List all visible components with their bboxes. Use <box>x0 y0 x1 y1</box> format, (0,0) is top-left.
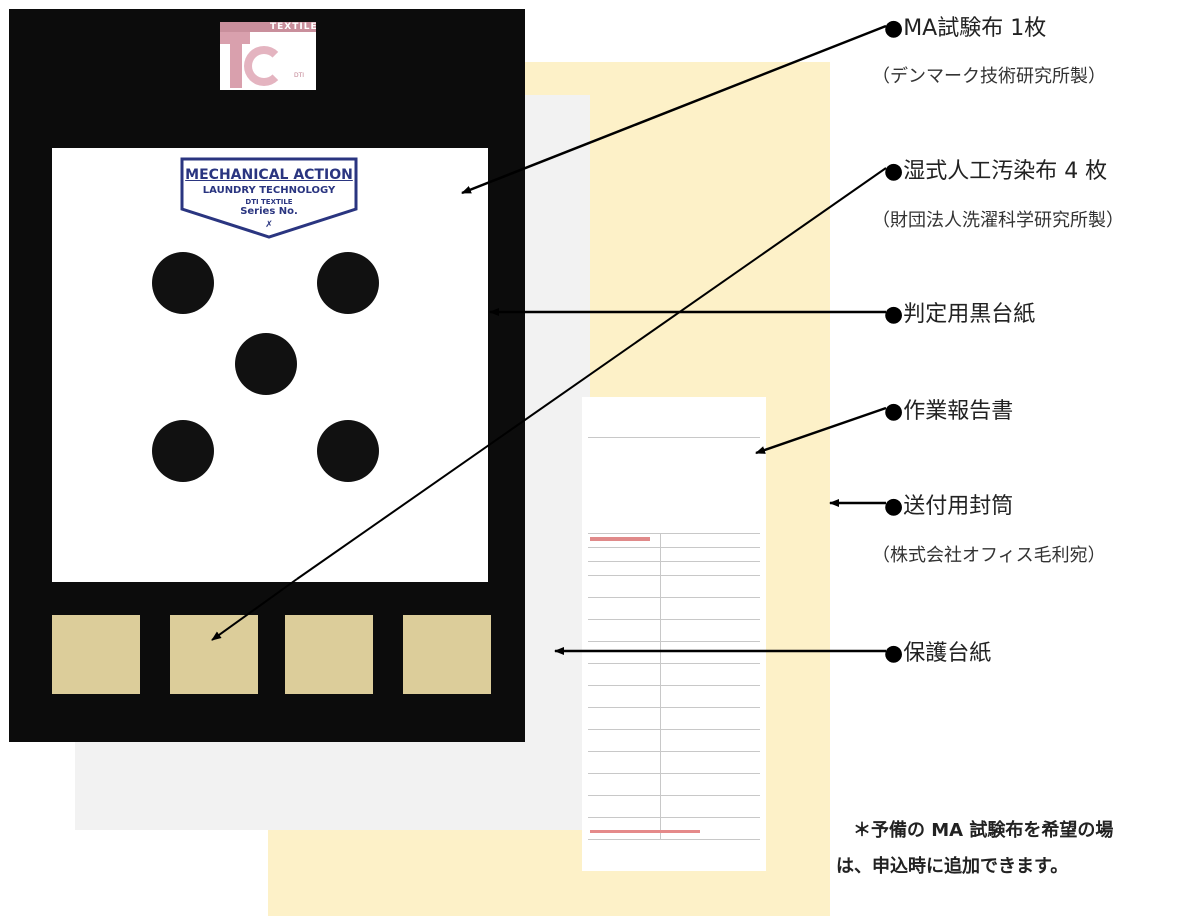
label-soil-cloth: ●湿式人工汚染布 4 枚 <box>884 159 1108 184</box>
badge-line2: LAUNDRY TECHNOLOGY <box>202 185 336 196</box>
note-line1: ＊予備の MA 試験布を希望の場 <box>853 820 1114 841</box>
soil-swatch-4 <box>403 615 491 694</box>
sublabel-ma-cloth: （デンマーク技術研究所製） <box>872 66 1106 87</box>
logo-t-top <box>220 32 250 44</box>
arrow-report <box>755 406 887 455</box>
logo-bar <box>220 22 316 32</box>
logo-sub: DTI <box>294 72 305 79</box>
label-envelope: ●送付用封筒 <box>884 494 1014 519</box>
soil-dot-2 <box>317 252 379 314</box>
soil-dot-5 <box>317 420 379 482</box>
label-report: ●作業報告書 <box>884 399 1014 424</box>
badge-line4: Series No. <box>240 206 298 217</box>
sublabel-envelope: （株式会社オフィス毛利宛） <box>872 545 1106 566</box>
badge-line1: MECHANICAL ACTION <box>185 167 353 183</box>
work-report-sheet <box>582 397 766 871</box>
textile-logo: TEXTILE DTI <box>220 22 318 90</box>
note-line2: は、申込時に追加できます。 <box>836 856 1069 877</box>
arrow-soil-swatch <box>211 578 298 641</box>
soil-swatch-3 <box>285 615 373 694</box>
label-protect: ●保護台紙 <box>884 641 992 666</box>
soil-dot-3 <box>235 333 297 395</box>
logo-c-shape <box>244 46 284 86</box>
mechanical-action-badge <box>180 157 358 239</box>
soil-dot-1 <box>152 252 214 314</box>
soil-dot-4 <box>152 420 214 482</box>
arrow-ma <box>461 24 887 195</box>
badge-line3: DTI TEXTILE <box>245 198 293 206</box>
soil-swatch-1 <box>52 615 140 694</box>
badge-line5: ✗ <box>265 220 273 230</box>
sublabel-soil-cloth: （財団法人洗濯科学研究所製） <box>872 210 1124 231</box>
arrow-soil <box>296 167 887 580</box>
label-black-board: ●判定用黒台紙 <box>884 302 1036 327</box>
label-ma-cloth: ●MA試験布 1枚 <box>884 16 1047 41</box>
logo-text: TEXTILE <box>270 22 318 32</box>
soil-swatch-2 <box>170 615 258 694</box>
logo-t-stem <box>230 44 242 88</box>
